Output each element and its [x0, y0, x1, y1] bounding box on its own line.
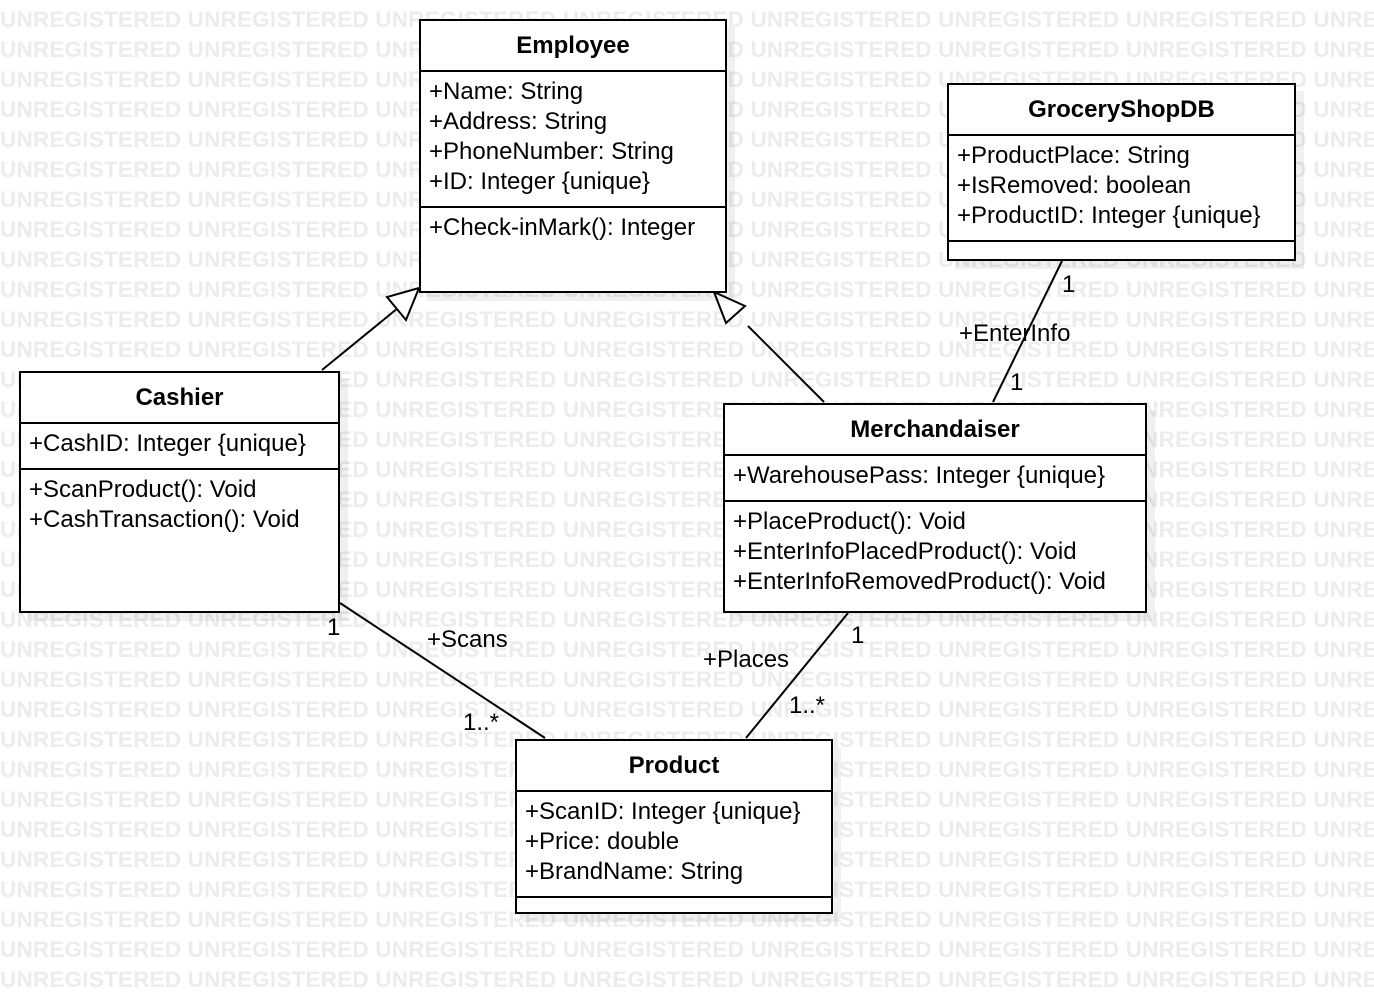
association-label-places: +Places [703, 646, 790, 673]
attribute: +CashID: Integer {unique} [29, 430, 306, 457]
generalization-arrowhead-merchandaiser [712, 290, 747, 325]
class-product[interactable]: Product +ScanID: Integer {unique} +Price… [515, 739, 833, 914]
class-name-employee: Employee [421, 21, 725, 72]
attribute: +ScanID: Integer {unique} [525, 798, 801, 825]
multiplicity-cashier-end: 1 [327, 614, 341, 641]
generalization-line-merchandaiser [747, 325, 825, 403]
class-merchandaiser[interactable]: Merchandaiser +WarehousePass: Integer {u… [723, 403, 1147, 613]
operation: +EnterInfoRemovedProduct(): Void [733, 568, 1106, 595]
operation: +CashTransaction(): Void [29, 506, 300, 533]
association-label-enterinfo: +EnterInfo [959, 320, 1071, 347]
multiplicity-product-places-end: 1..* [789, 692, 826, 719]
class-cashier[interactable]: Cashier +CashID: Integer {unique} +ScanP… [19, 371, 340, 613]
association-line-places [745, 612, 849, 739]
product-attributes: +ScanID: Integer {unique} +Price: double… [517, 792, 831, 898]
cashier-attributes: +CashID: Integer {unique} [21, 424, 338, 470]
association-line-scans [339, 602, 546, 739]
attribute: +ProductID: Integer {unique} [957, 202, 1261, 229]
generalization-arrowhead-cashier [385, 286, 421, 322]
groceryshopdb-operations [949, 242, 1294, 247]
cashier-operations: +ScanProduct(): Void +CashTransaction():… [21, 470, 338, 535]
class-employee[interactable]: Employee +Name: String +Address: String … [419, 19, 727, 293]
attribute: +IsRemoved: boolean [957, 172, 1192, 199]
employee-attributes: +Name: String +Address: String +PhoneNum… [421, 72, 725, 208]
multiplicity-product-scans-end: 1..* [463, 709, 500, 736]
multiplicity-merchandaiser-end: 1 [1010, 369, 1024, 396]
generalization-line-cashier [321, 307, 399, 371]
attribute: +BrandName: String [525, 858, 744, 885]
groceryshopdb-attributes: +ProductPlace: String +IsRemoved: boolea… [949, 136, 1294, 242]
multiplicity-merchandaiser-places-end: 1 [851, 622, 865, 649]
merchandaiser-operations: +PlaceProduct(): Void +EnterInfoPlacedPr… [725, 502, 1145, 597]
operation: +ScanProduct(): Void [29, 476, 257, 503]
attribute: +ProductPlace: String [957, 142, 1190, 169]
attribute: +PhoneNumber: String [429, 138, 674, 165]
attribute: +Price: double [525, 828, 680, 855]
attribute: +ID: Integer {unique} [429, 168, 650, 195]
class-name-product: Product [517, 741, 831, 792]
merchandaiser-attributes: +WarehousePass: Integer {unique} [725, 456, 1145, 502]
operation: +PlaceProduct(): Void [733, 508, 966, 535]
multiplicity-grocery-end: 1 [1062, 271, 1076, 298]
attribute: +Name: String [429, 78, 584, 105]
operation: +EnterInfoPlacedProduct(): Void [733, 538, 1077, 565]
class-groceryshopdb[interactable]: GroceryShopDB +ProductPlace: String +IsR… [947, 83, 1296, 261]
product-operations [517, 898, 831, 903]
class-name-groceryshopdb: GroceryShopDB [949, 85, 1294, 136]
association-line-enterinfo [992, 260, 1063, 403]
class-name-cashier: Cashier [21, 373, 338, 424]
operation: +Check-inMark(): Integer [429, 214, 696, 241]
association-label-scans: +Scans [427, 626, 508, 653]
employee-operations: +Check-inMark(): Integer [421, 208, 725, 243]
attribute: +WarehousePass: Integer {unique} [733, 462, 1106, 489]
class-name-merchandaiser: Merchandaiser [725, 405, 1145, 456]
attribute: +Address: String [429, 108, 608, 135]
